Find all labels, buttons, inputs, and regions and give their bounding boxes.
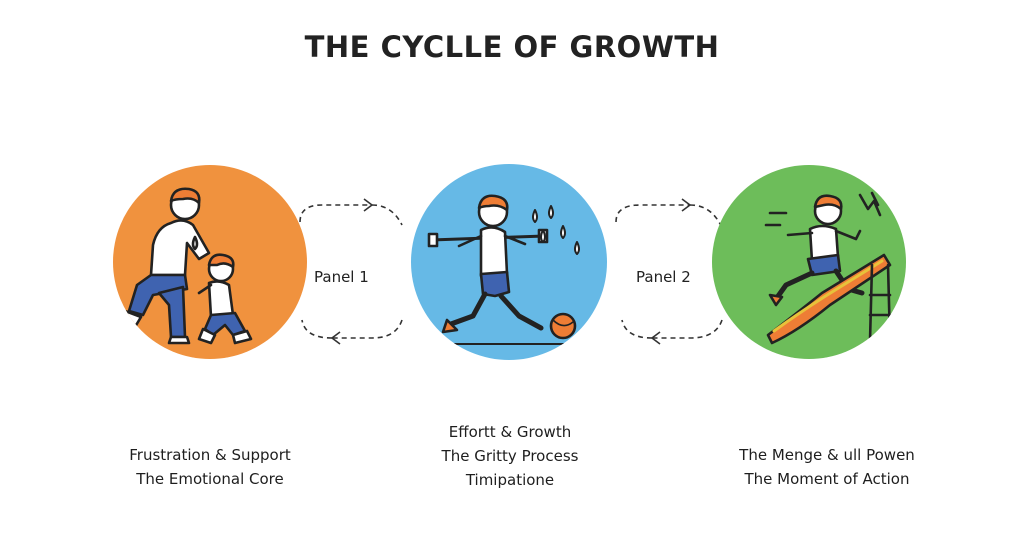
stage-caption-effort: Effortt & Growth The Gritty Process Timi… bbox=[375, 420, 645, 492]
stage-caption-line: The Moment of Action bbox=[744, 470, 910, 488]
stage-circle-effort bbox=[411, 164, 607, 360]
stage-caption-line: Effortt & Growth bbox=[448, 423, 572, 441]
page-title: THE CYCLLE OF GROWTH bbox=[304, 30, 720, 64]
stage-caption-line: The Emotional Core bbox=[136, 470, 284, 488]
stage-circle-action bbox=[712, 165, 906, 359]
child-exercising-icon bbox=[427, 194, 588, 345]
arrow-right-1-icon bbox=[299, 204, 372, 223]
panel-label-2: Panel 2 bbox=[636, 268, 691, 286]
stage-caption-line: The Gritty Process bbox=[441, 447, 579, 465]
stage-caption-line: The Menge & ull Powen bbox=[739, 446, 915, 464]
arrow-left-2-icon bbox=[652, 319, 723, 339]
arrow-left-1-icon bbox=[332, 319, 403, 339]
stage-caption-line: Timipatione bbox=[465, 471, 555, 489]
stage-caption-action: The Menge & ull Powen The Moment of Acti… bbox=[692, 443, 962, 491]
stage-caption-line: Frustration & Support bbox=[129, 446, 291, 464]
stage-circle-support bbox=[113, 165, 307, 359]
child-running-slide-icon bbox=[764, 191, 905, 345]
comforting-adult-child-icon bbox=[119, 187, 253, 345]
stage-caption-support: Frustration & Support The Emotional Core bbox=[70, 443, 350, 491]
panel-label-1: Panel 1 bbox=[314, 268, 369, 286]
arrow-right-2-icon bbox=[615, 204, 690, 223]
